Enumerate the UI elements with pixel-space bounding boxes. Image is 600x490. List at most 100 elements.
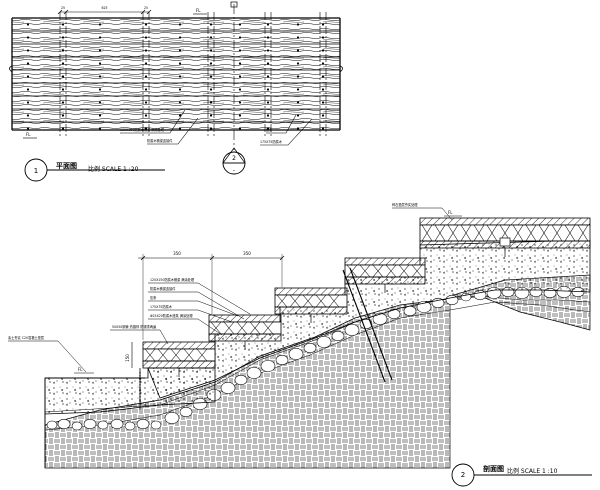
plan-screw bbox=[266, 49, 270, 52]
plan-screw bbox=[178, 114, 182, 117]
section-gravel-stone bbox=[71, 421, 83, 431]
plan-screw bbox=[321, 127, 325, 130]
plan-label-leader bbox=[120, 109, 186, 134]
plan-level-mark: FL bbox=[196, 8, 201, 13]
plan-screw bbox=[238, 114, 242, 117]
section-gravel-stone bbox=[179, 406, 193, 418]
section-joist-bracing bbox=[538, 224, 550, 242]
section-joist-bracing bbox=[144, 348, 156, 362]
plan-screw bbox=[26, 62, 30, 65]
plan-screw bbox=[144, 49, 148, 52]
plan-screw bbox=[209, 49, 213, 52]
section-level-mark: FL bbox=[78, 367, 83, 372]
plan-screw bbox=[266, 62, 270, 65]
plan-screw bbox=[321, 36, 325, 39]
section-beam bbox=[208, 333, 282, 342]
section-label-leader bbox=[148, 291, 245, 320]
section-gravel-stone bbox=[344, 324, 360, 336]
plan-screw bbox=[209, 75, 213, 78]
section-joist-bracing bbox=[421, 224, 433, 242]
plan-screw bbox=[209, 101, 213, 104]
plan-screw bbox=[238, 75, 242, 78]
section-joist-bracing bbox=[249, 321, 261, 335]
section-joist-bracing bbox=[315, 294, 327, 308]
section-joist-bracing bbox=[460, 224, 472, 242]
section-gravel-stone bbox=[303, 342, 317, 354]
section-joist-bracing bbox=[262, 321, 274, 335]
section-break-line-b bbox=[349, 267, 393, 381]
section-joist-bracing bbox=[346, 264, 358, 278]
plan-screw bbox=[26, 101, 30, 104]
plan-screw bbox=[98, 114, 102, 117]
plan-screw bbox=[296, 114, 300, 117]
plan-screw bbox=[178, 75, 182, 78]
plan-screw bbox=[178, 36, 182, 39]
section-gravel-stone bbox=[46, 420, 58, 430]
section-label-leader bbox=[148, 318, 223, 336]
section-tread-board bbox=[419, 217, 591, 226]
plan-screw bbox=[178, 127, 182, 130]
plan-label-leader bbox=[147, 117, 199, 145]
plan-callout-number: 1 bbox=[34, 167, 38, 175]
plan-screw bbox=[321, 88, 325, 91]
plan-screw bbox=[144, 114, 148, 117]
plan-screw bbox=[296, 23, 300, 26]
plan-screw bbox=[209, 23, 213, 26]
plan-screw bbox=[238, 127, 242, 130]
plan-screw bbox=[144, 62, 148, 65]
plan-screw bbox=[98, 88, 102, 91]
section-joist-bracing bbox=[551, 224, 563, 242]
section-joist-zone bbox=[344, 264, 426, 278]
plan-material-label: 防腐木横梁连接件 bbox=[147, 138, 173, 143]
section-joist-bracing bbox=[525, 224, 537, 242]
plan-screw bbox=[26, 114, 30, 117]
section-label-leader bbox=[110, 329, 169, 345]
section-gravel-stone bbox=[359, 318, 373, 330]
section-dimension-text: 350 bbox=[173, 251, 181, 256]
plan-screw bbox=[61, 23, 65, 26]
plan-screw bbox=[61, 49, 65, 52]
plan-screw bbox=[296, 49, 300, 52]
plan-screw bbox=[266, 101, 270, 104]
section-material-label: 碎石垫层夯实处理 bbox=[392, 202, 418, 207]
plan-screw bbox=[61, 114, 65, 117]
section-marker-number: 2 bbox=[232, 155, 236, 162]
plan-screw bbox=[296, 62, 300, 65]
section-joist-bracing bbox=[157, 348, 169, 362]
plan-screw bbox=[26, 88, 30, 91]
plan-screw bbox=[26, 75, 30, 78]
section-material-label: 防腐木横梁连接件 bbox=[150, 286, 176, 291]
section-dimension-text: 350 bbox=[243, 251, 251, 256]
section-marker-pointer bbox=[222, 147, 246, 164]
section-gravel-stone bbox=[110, 418, 124, 430]
plan-screw bbox=[266, 75, 270, 78]
plan-screw bbox=[61, 62, 65, 65]
section-joist-bracing bbox=[276, 294, 288, 308]
section-gravel-stone bbox=[164, 412, 180, 424]
plan-screw bbox=[144, 23, 148, 26]
section-joist-bracing bbox=[577, 224, 589, 242]
section-joist-bracing bbox=[473, 224, 485, 242]
section-label-leader bbox=[148, 300, 239, 317]
section-material-label: 175X75防腐木 bbox=[150, 304, 173, 309]
plan-screw bbox=[98, 62, 102, 65]
plan-screw bbox=[26, 36, 30, 39]
section-gravel-stone bbox=[316, 336, 332, 348]
plan-screw bbox=[178, 101, 182, 104]
plan-screw bbox=[238, 36, 242, 39]
section-gravel-stone bbox=[403, 305, 417, 317]
plan-screw bbox=[266, 23, 270, 26]
section-gravel-stone bbox=[124, 421, 136, 431]
plan-scale: 比例 SCALE 1 :20 bbox=[88, 165, 139, 173]
section-material-label: Φ25X20防腐木座凳 满涂处理 bbox=[150, 313, 193, 318]
plan-screw bbox=[144, 88, 148, 91]
plan-label-leader bbox=[260, 118, 313, 146]
section-level-mark: FL bbox=[448, 210, 453, 215]
plan-break-mark bbox=[339, 65, 343, 73]
plan-screw bbox=[98, 49, 102, 52]
plan-screw bbox=[144, 127, 148, 130]
